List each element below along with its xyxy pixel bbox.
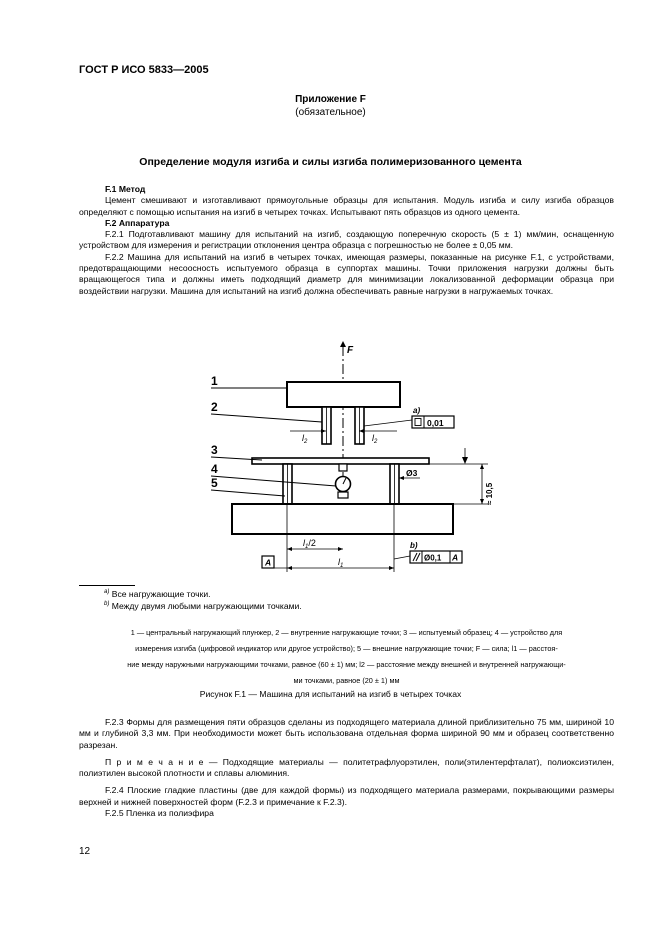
- f2-paragraph-1: F.2.1 Подготавливают машину для испытани…: [79, 229, 614, 251]
- flatness-value: 0,01: [427, 418, 444, 428]
- parallelism-value: Ø0,1: [424, 554, 442, 563]
- central-plunger: [286, 381, 401, 408]
- parallelism-datum: A: [451, 553, 458, 563]
- f24-paragraph: F.2.4 Плоские гладкие пластины (две для …: [79, 785, 614, 807]
- callout-4: 4: [211, 462, 218, 476]
- indicator-stem: [338, 463, 348, 472]
- l1-label: l1: [338, 557, 343, 569]
- force-label: F: [347, 345, 354, 356]
- l2-left-label: l2: [302, 433, 308, 445]
- f25-paragraph: F.2.5 Пленка из полиэфира: [105, 808, 214, 819]
- figure-caption: Рисунок F.1 — Машина для испытаний на из…: [199, 689, 462, 699]
- annex-status: (обязательное): [295, 107, 366, 118]
- legend-line-4: ми точками, равное (20 ± 1) мм: [293, 676, 400, 685]
- section-f23-f25: F.2.3 Формы для размещения пяти образцов…: [79, 717, 614, 819]
- f1-text: Цемент смешивают и изготавливают прямоуг…: [79, 195, 614, 217]
- callout-5: 5: [211, 476, 218, 490]
- legend-line-1: 1 — центральный нагружающий плунжер, 2 —…: [130, 628, 563, 637]
- f2-paragraph-2: F.2.2 Машина для испытаний на изгиб в че…: [79, 251, 614, 296]
- parallelism-icon: [412, 552, 418, 562]
- callout-2: 2: [211, 400, 218, 414]
- half-l1-label: l1/2: [303, 538, 316, 550]
- force-arrow-icon: [340, 341, 346, 347]
- annex-title: Приложение F: [295, 94, 366, 105]
- parallelism-tolerance-frame: [409, 550, 463, 564]
- note-paragraph: П р и м е ч а н и е — Подходящие материа…: [79, 756, 614, 779]
- datum-a-frame: [261, 555, 275, 569]
- roller-diameter: Ø3: [406, 468, 418, 478]
- legend-line-2: измерения изгиба (цифровой индикатор или…: [135, 644, 558, 653]
- callout-1: 1: [211, 374, 218, 388]
- footnote-b: b) Между двумя любыми нагружающими точка…: [104, 601, 302, 611]
- f2-heading: F.2 Аппаратура: [105, 217, 170, 228]
- datum-a-label: A: [264, 558, 271, 568]
- flatness-tolerance-frame: [411, 415, 455, 429]
- note-b-mark: b): [410, 541, 418, 550]
- height-dimension: ≈ 10,5: [485, 482, 494, 505]
- test-specimen: [251, 457, 430, 465]
- footnote-a: a) Все нагружающие точки.: [104, 589, 211, 599]
- page-number: 12: [79, 846, 91, 857]
- f23-paragraph: F.2.3 Формы для размещения пяти образцов…: [79, 717, 614, 750]
- base-plate: [231, 503, 454, 535]
- section-f1-f2: F.1 Метод Цемент смешивают и изготавлива…: [79, 184, 614, 297]
- annex-heading: Приложение F (обязательное): [0, 93, 661, 119]
- note-a-mark: a): [413, 406, 420, 415]
- legend-line-3: ние между наружными нагружающими точками…: [127, 660, 566, 669]
- document-header: ГОСТ Р ИСО 5833—2005: [79, 64, 209, 76]
- f1-heading: F.1 Метод: [105, 184, 146, 194]
- l2-right-label: l2: [372, 433, 378, 445]
- figure-f1-diagram: F 1 2 3 4 5 l2 l2 a) 0,01 ≈ 10,5: [210, 341, 494, 572]
- footnote-separator: [79, 585, 135, 586]
- callout-3: 3: [211, 443, 218, 457]
- section-title: Определение модуля изгиба и силы изгиба …: [139, 156, 522, 168]
- figure-legend: 1 — центральный нагружающий плунжер, 2 —…: [79, 625, 614, 689]
- flatness-icon: [414, 418, 422, 426]
